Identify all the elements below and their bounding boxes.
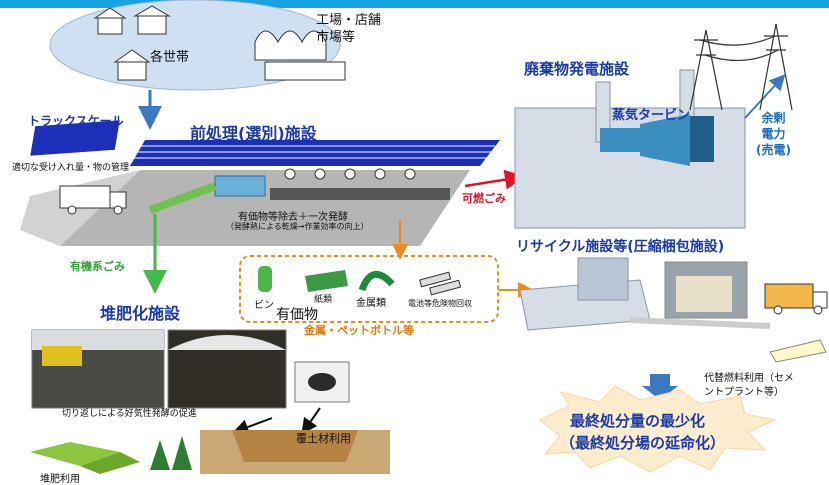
power-pylons-icon xyxy=(689,23,793,111)
arrow-to-soil xyxy=(301,407,321,435)
arrow-to-field xyxy=(232,417,273,435)
truck-scale-title: トラックスケール xyxy=(28,114,124,128)
combustible-waste-label: 可燃ごみ xyxy=(462,192,506,205)
valuables-label: 有価物 xyxy=(276,307,318,323)
field-icon xyxy=(30,442,140,474)
arrow-final-down xyxy=(642,374,678,400)
top-accent-bar xyxy=(0,0,829,8)
truck-icon xyxy=(59,185,127,215)
conveyor xyxy=(270,188,450,200)
final-line-2: （最終処分場の延命化） xyxy=(560,434,726,452)
final-starburst xyxy=(539,385,777,473)
compost-turning-caption: 切り返しによる好気性発酵の促進 xyxy=(62,409,197,419)
paper-icon xyxy=(305,270,348,292)
batteries-label: 電池等危険物回収 xyxy=(408,299,472,308)
drum-screen xyxy=(214,175,266,197)
arrow-combustible xyxy=(464,169,525,190)
batteries-icon xyxy=(419,271,462,296)
turbine-icon xyxy=(600,114,714,166)
soil-use-label: 覆土材利用 xyxy=(296,432,351,445)
workers-icon xyxy=(284,168,416,180)
compost-use-label: 堆肥利用 xyxy=(40,474,80,485)
pretreatment-process-note: （発酵熱による乾燥→作業効率の向上） xyxy=(226,222,369,231)
recycle-truck-icon xyxy=(764,283,828,315)
turbine-label: 蒸気タービン xyxy=(612,108,691,123)
pretreatment-roof xyxy=(130,140,500,166)
power-plant-title: 廃棄物発電施設 xyxy=(524,60,630,78)
recycle-machine xyxy=(519,257,771,331)
truck-scale-caption: 適切な受け入れ量・物の管理 xyxy=(12,163,130,173)
cement-plant-icon xyxy=(769,339,827,363)
recycle-title: リサイクル施設等(圧縮梱包施設) xyxy=(516,239,725,255)
surplus-power-label: 余剰 電力 (売電) xyxy=(756,111,791,157)
organic-waste-label: 有機系ごみ xyxy=(70,260,125,273)
bottle-icon xyxy=(258,266,272,292)
compost-title: 堆肥化施設 xyxy=(100,304,181,323)
factories-label: 工場・店舗 市場等 xyxy=(316,13,382,45)
alternative-fuel-label: 代替燃料利用（セメ ントプラント等） xyxy=(704,373,794,398)
houses-icon xyxy=(93,5,171,81)
households-label: 各世帯 xyxy=(150,50,190,65)
metal-icon xyxy=(358,271,395,292)
valuables-caption: 金属・ペットボトル等 xyxy=(304,324,414,337)
trees-icon xyxy=(150,436,192,470)
metal-label: 金属類 xyxy=(356,298,386,309)
bottles-label: ビン xyxy=(254,300,274,311)
factory-icon xyxy=(254,30,346,81)
truck-scale-panel xyxy=(29,119,121,157)
paper-label: 紙類 xyxy=(314,295,333,305)
final-line-1: 最終処分量の最少化 xyxy=(570,412,706,430)
pretreatment-process: 有価物等除去＋一次発酵 xyxy=(238,212,348,223)
pretreatment-title: 前処理(選別)施設 xyxy=(190,124,317,143)
